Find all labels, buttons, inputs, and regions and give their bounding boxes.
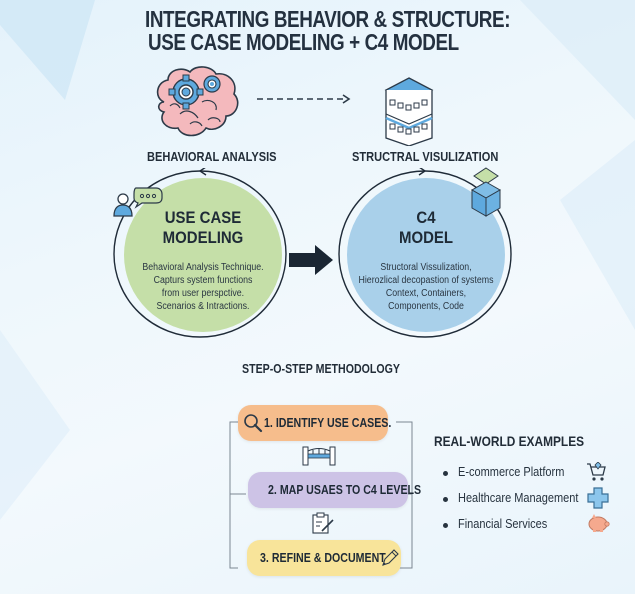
c4-desc-4: Components, Code	[388, 301, 464, 312]
use-case-title-line1: USE CASE	[164, 208, 242, 227]
use-case-desc-2: Capturs system functions	[153, 275, 253, 286]
example-financial: Financial Services	[458, 517, 548, 531]
use-case-title-line2: MODELING	[162, 228, 244, 247]
examples-heading: REAL-WORLD EXAMPLES	[434, 433, 585, 449]
page-subtitle: USE CASE MODELING + C4 MODEL	[148, 29, 459, 55]
step-2-label: 2. MAP USAES TO C4 LEVELS	[268, 483, 422, 497]
c4-desc-3: Context, Containers,	[385, 288, 467, 299]
bullet	[443, 523, 448, 528]
use-case-desc-4: Scenarios & Intractions.	[156, 301, 250, 312]
use-case-circle: USE CASE MODELING Behavioral Analysis Te…	[124, 178, 282, 332]
right-arrow-icon	[289, 245, 333, 275]
piggy-bank-icon	[588, 514, 610, 532]
behavioral-analysis-label: BEHAVIORAL ANALYSIS	[147, 149, 277, 164]
structural-visualization-label: STRUCTRAL VISULIZATION	[352, 149, 499, 164]
cube-layers-icon	[470, 167, 502, 217]
c4-title-line2: MODEL	[398, 228, 454, 247]
layered-structure-icon	[384, 77, 434, 146]
clipboard-edit-icon	[312, 512, 334, 534]
bullet	[443, 471, 448, 476]
methodology-bracket	[229, 421, 413, 569]
pencil-icon	[382, 549, 399, 566]
medical-cross-icon	[587, 487, 609, 509]
bridge-icon	[302, 446, 336, 466]
magnifier-icon	[244, 414, 263, 433]
step-1-identify-use-cases[interactable]	[238, 405, 388, 441]
step-2-map-uses-to-c4[interactable]	[248, 472, 408, 508]
step-3-refine-document[interactable]	[247, 540, 401, 576]
use-case-cycle-ring	[113, 168, 287, 338]
user-speech-icon	[113, 187, 163, 217]
step-1-label: 1. IDENTIFY USE CASES.	[264, 416, 392, 430]
c4-title-line1: C4	[416, 208, 436, 227]
example-ecommerce: E-commerce Platform	[458, 465, 565, 479]
methodology-heading: STEP-O-STEP METHODOLOGY	[242, 362, 401, 376]
step-3-label: 3. REFINE & DOCUMENT	[260, 551, 386, 565]
page-title: INTEGRATING BEHAVIOR & STRUCTURE:	[145, 6, 511, 32]
use-case-desc-1: Behavioral Analysis Technique.	[142, 262, 264, 273]
c4-cycle-ring	[338, 168, 512, 338]
brain-gears-icon	[156, 66, 239, 137]
c4-desc-2: Hierozlical decopastion of systems	[358, 275, 494, 286]
c4-desc-1: Structoral Vissulization,	[380, 262, 472, 273]
use-case-desc-3: from user perspctive.	[161, 288, 245, 299]
bullet	[443, 497, 448, 502]
dashed-arrow-icon	[257, 94, 351, 104]
example-healthcare: Healthcare Management	[458, 491, 579, 505]
shopping-cart-icon	[587, 462, 606, 481]
